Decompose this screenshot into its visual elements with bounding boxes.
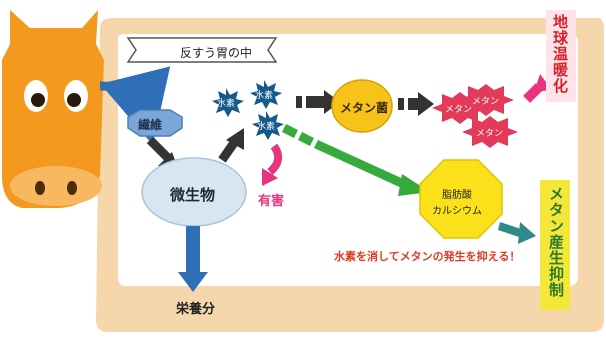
hydrogen-label-1: 水素: [217, 99, 236, 109]
hydrogen-star-3: [252, 111, 284, 140]
warming-label: 地球温暖化: [551, 14, 569, 94]
message-text: 水素を消してメタンの発生を抑える！: [334, 250, 521, 263]
calcium-label-line2: カルシウム: [432, 206, 482, 217]
methane-burst-2: [432, 92, 488, 124]
methane-label-1: メタン: [472, 97, 500, 107]
hydrogen-star-2: [250, 80, 282, 109]
methanogen-label: メタン菌: [340, 101, 389, 115]
arrow-cow-to-fiber: [99, 66, 171, 145]
methane-burst-3: [462, 116, 518, 148]
fiber-label: 繊維: [138, 118, 163, 132]
microbe-label: 微生物: [170, 186, 216, 204]
cow-head: [2, 10, 104, 208]
methane-label-2: メタン: [445, 105, 473, 115]
hydrogen-label-2: 水素: [255, 91, 274, 101]
fiber-box: [127, 109, 183, 137]
hydrogen-label-3: 水素: [257, 122, 276, 132]
methanogen-circle: [331, 79, 393, 133]
harmful-label: 有害: [258, 194, 285, 209]
calcium-octagon: [419, 159, 503, 239]
methane-label-3: メタン: [476, 129, 504, 139]
arrow-calcium-to-suppression: [498, 222, 536, 244]
nutrients-label: 栄養分: [176, 302, 216, 317]
title-label: 反すう胃の中: [179, 46, 252, 60]
arrow-fiber-to-microbe: [146, 136, 174, 164]
calcium-label-line1: 脂肪酸: [442, 190, 472, 201]
arrow-microbe-to-nutrients: [178, 226, 208, 292]
arrow-hydrogen-harmful: [267, 143, 283, 176]
hydrogen-star-1: [212, 88, 244, 117]
suppression-label-bg: [540, 180, 570, 310]
warming-label-bg: [546, 10, 576, 102]
arrow-methanogen-to-methane: [398, 92, 434, 116]
suppression-label: メタン産生抑制: [547, 186, 565, 298]
title-banner: [126, 37, 278, 63]
